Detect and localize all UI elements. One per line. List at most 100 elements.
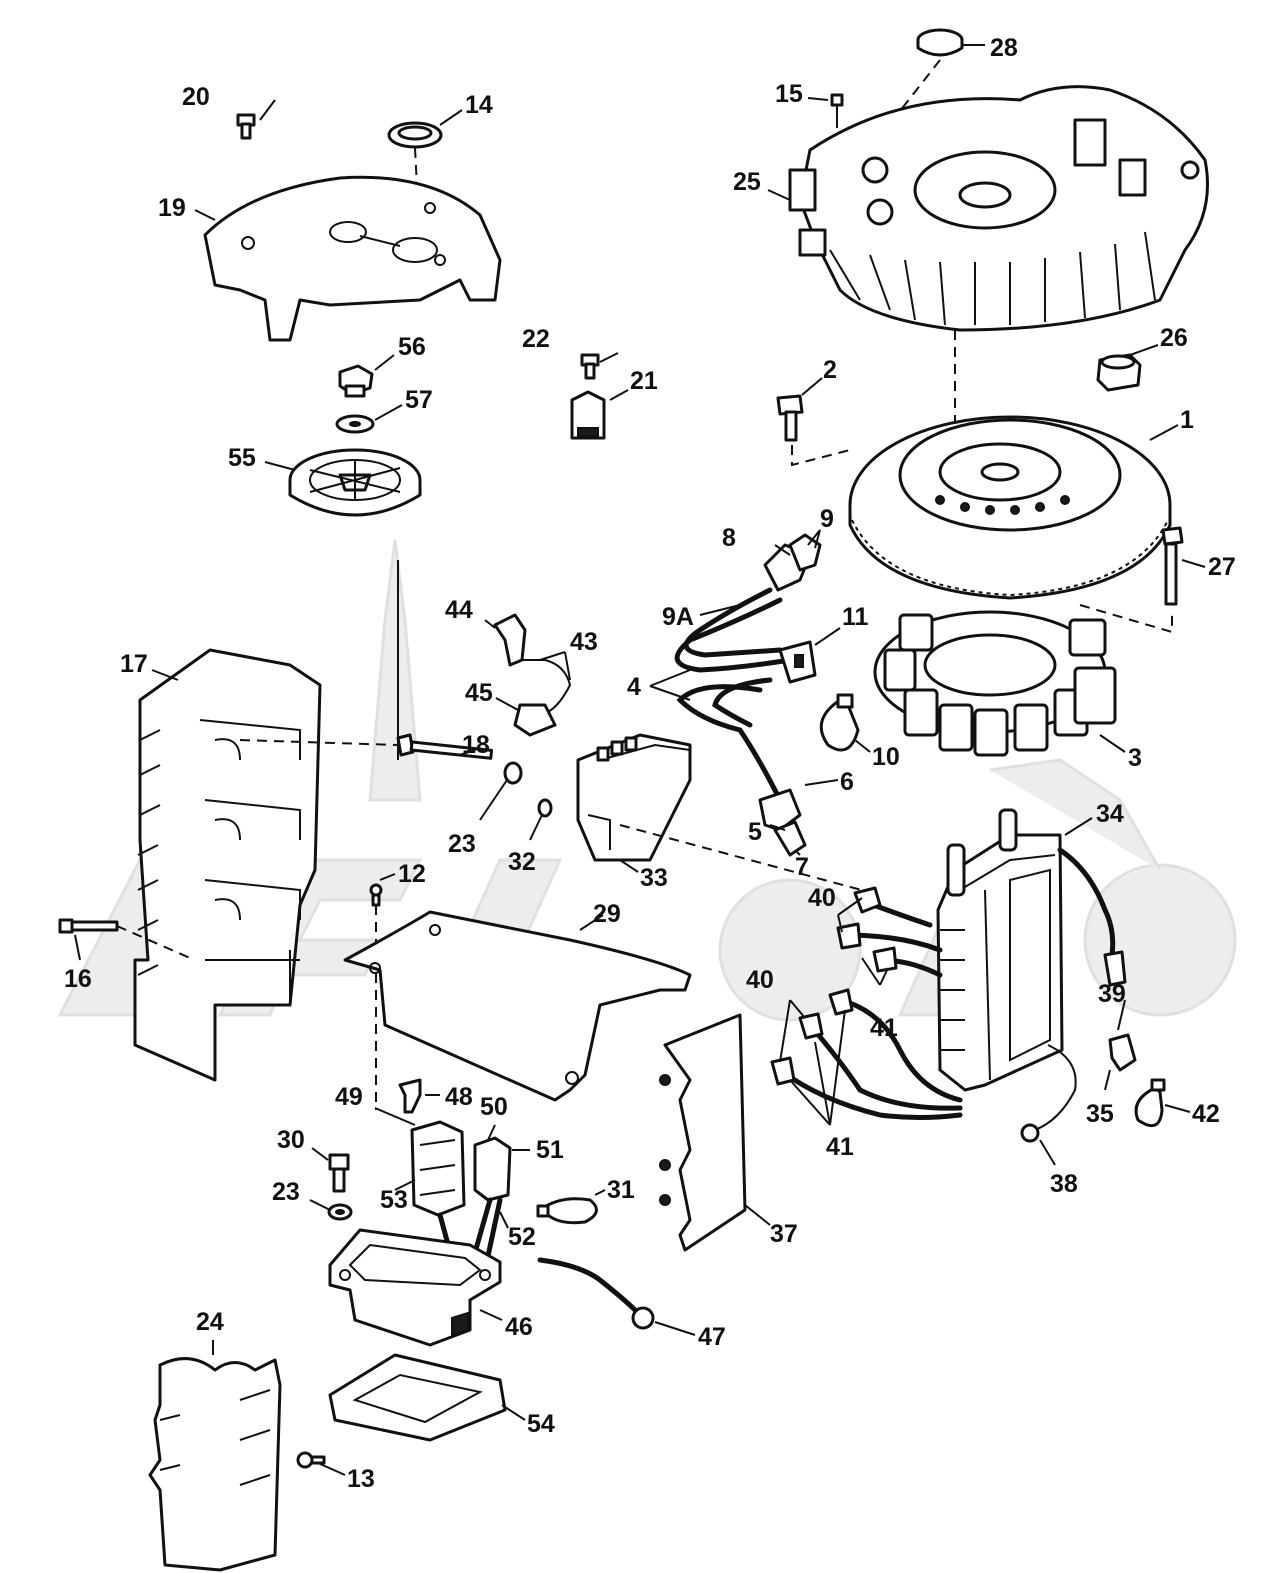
cover-plate-19 [203, 175, 502, 342]
bolt-56 [338, 364, 374, 398]
callout-6: 6 [840, 768, 854, 796]
pulley-55 [288, 448, 422, 517]
callout-12: 12 [398, 860, 426, 888]
callout-28: 28 [990, 34, 1018, 62]
callout-35: 35 [1086, 1100, 1114, 1128]
shield-37 [659, 1013, 747, 1252]
strap-42 [1134, 1078, 1166, 1128]
flywheel-cover-25 [788, 85, 1209, 332]
callout-25: 25 [733, 168, 761, 196]
bolt-15 [830, 93, 844, 128]
callout-23-lower: 23 [272, 1178, 300, 1206]
housing-17 [133, 648, 322, 1082]
bolt-30 [328, 1153, 350, 1193]
bracket-29 [343, 910, 692, 1102]
callout-50: 50 [480, 1093, 508, 1121]
spark-plug-lead-43 [493, 613, 572, 737]
callout-39: 39 [1098, 980, 1126, 1008]
spark-plug-wires-40-41 [770, 886, 963, 1120]
callout-44: 44 [445, 596, 473, 624]
leader-lines [74, 44, 1206, 1476]
callout-1: 1 [1180, 406, 1194, 434]
callout-37: 37 [770, 1220, 798, 1248]
bolt-27 [1161, 526, 1184, 606]
callout-46: 46 [505, 1313, 533, 1341]
callout-26: 26 [1160, 324, 1188, 352]
callout-41-lower: 41 [826, 1133, 854, 1161]
callout-41-upper: 41 [870, 1014, 898, 1042]
plug-14 [387, 121, 443, 149]
callout-21: 21 [630, 367, 658, 395]
callout-17: 17 [120, 650, 148, 678]
callout-13: 13 [347, 1465, 375, 1493]
screw-12 [369, 883, 383, 907]
bolt-2 [776, 394, 804, 442]
clamp-11 [778, 640, 817, 684]
cover-24 [148, 1357, 282, 1572]
washer-57 [335, 414, 375, 434]
callout-57: 57 [405, 386, 433, 414]
terminal-35 [1108, 1033, 1137, 1072]
strap-31 [536, 1197, 598, 1225]
callout-48: 48 [445, 1083, 473, 1111]
callout-24: 24 [196, 1308, 224, 1336]
gasket-54 [328, 1353, 507, 1442]
screw-22 [580, 353, 600, 380]
bolt-16 [58, 918, 119, 934]
callout-51: 51 [536, 1136, 564, 1164]
callout-labels: 1 2 3 4 5 6 7 8 9 9A 10 11 12 13 14 15 1… [64, 34, 1236, 1493]
callout-34: 34 [1096, 800, 1124, 828]
washer-23 [503, 761, 523, 785]
screw-20 [236, 113, 256, 140]
power-pack-34 [936, 808, 1064, 1092]
callout-19: 19 [158, 194, 186, 222]
callout-38: 38 [1050, 1170, 1078, 1198]
callout-32: 32 [508, 848, 536, 876]
ignition-coil-33 [576, 733, 692, 862]
callout-40-lower: 40 [746, 966, 774, 994]
callout-14: 14 [465, 91, 493, 119]
washer-32 [537, 798, 553, 818]
callout-31: 31 [607, 1176, 635, 1204]
connector-49 [410, 1120, 466, 1217]
strap-10 [819, 693, 860, 752]
callout-11: 11 [842, 603, 869, 631]
wire-harness-4 [674, 533, 822, 857]
callout-20: 20 [182, 83, 210, 111]
callout-22: 22 [522, 325, 550, 353]
callout-2: 2 [823, 356, 837, 384]
callout-30: 30 [277, 1126, 305, 1154]
nut-26 [1096, 353, 1142, 392]
connector-50 [473, 1136, 512, 1202]
callout-18: 18 [462, 731, 490, 759]
callout-15: 15 [775, 80, 803, 108]
callout-56: 56 [398, 333, 426, 361]
callout-42: 42 [1192, 1100, 1220, 1128]
screw-13 [296, 1451, 326, 1469]
callout-29: 29 [593, 900, 621, 928]
callout-33: 33 [640, 864, 668, 892]
callout-55: 55 [228, 444, 256, 472]
callout-9: 9 [820, 505, 834, 533]
callout-53: 53 [380, 1186, 408, 1214]
callout-47: 47 [698, 1323, 726, 1351]
callout-10: 10 [872, 743, 900, 771]
callout-16: 16 [64, 965, 92, 993]
callout-4: 4 [627, 673, 641, 701]
stator-3 [873, 610, 1117, 757]
washer-23-lower [327, 1203, 353, 1221]
callout-23: 23 [448, 830, 476, 858]
ground-wire-47 [537, 1257, 655, 1330]
terminal-21 [570, 390, 606, 440]
callout-54: 54 [527, 1410, 555, 1438]
callout-43: 43 [570, 628, 598, 656]
callout-8: 8 [722, 524, 736, 552]
callout-40-upper: 40 [808, 884, 836, 912]
bolt-18 [396, 733, 494, 760]
ground-lead-38 [1020, 1044, 1077, 1143]
callout-49: 49 [335, 1083, 363, 1111]
plug-28 [916, 28, 964, 57]
flywheel-1 [848, 415, 1172, 600]
callout-7: 7 [795, 853, 809, 881]
